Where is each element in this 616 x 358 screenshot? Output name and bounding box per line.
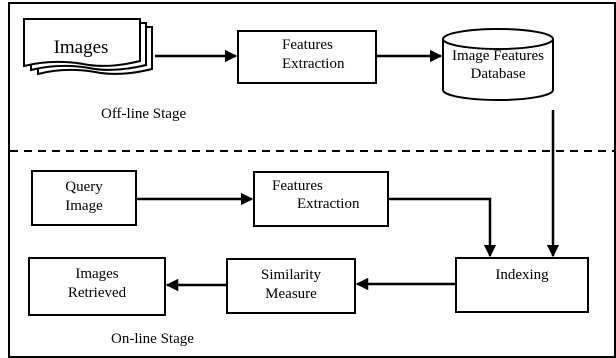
- query-image-line1: Query: [65, 179, 103, 195]
- similarity-measure-box: Similarity Measure: [226, 258, 356, 314]
- indexing-label: Indexing: [495, 267, 549, 283]
- similarity-line2: Measure: [265, 286, 317, 302]
- diagram-frame: [8, 2, 616, 358]
- retrieved-line2: Retrieved: [68, 285, 127, 301]
- indexing-box: Indexing: [455, 257, 589, 313]
- online-features-line1: Features: [272, 178, 323, 194]
- database-body: [442, 39, 554, 101]
- arrow-features-to-indexing: [389, 197, 497, 258]
- images-retrieved-box: Images Retrieved: [28, 257, 166, 316]
- images-label: Images: [54, 37, 109, 58]
- database-top: [442, 28, 554, 50]
- online-stage-label: On-line Stage: [111, 331, 194, 347]
- online-features-extraction-box: Features Extraction: [253, 171, 389, 227]
- offline-features-line1: Features: [282, 37, 333, 53]
- query-image-line2: Image: [65, 198, 103, 214]
- online-features-line2: Extraction: [297, 196, 360, 212]
- document-sheet-front: [23, 18, 141, 68]
- database-line1: Image Features: [452, 48, 544, 64]
- database-line2: Database: [471, 66, 526, 82]
- image-features-database: Image Features Database: [442, 28, 554, 101]
- query-image-box: Query Image: [31, 170, 137, 226]
- images-document-stack: Images: [23, 18, 153, 76]
- offline-features-line2: Extraction: [282, 56, 345, 72]
- retrieved-line1: Images: [75, 266, 118, 282]
- similarity-line1: Similarity: [261, 267, 322, 283]
- offline-stage-label: Off-line Stage: [101, 106, 186, 122]
- offline-features-extraction-box: Features Extraction: [237, 30, 377, 84]
